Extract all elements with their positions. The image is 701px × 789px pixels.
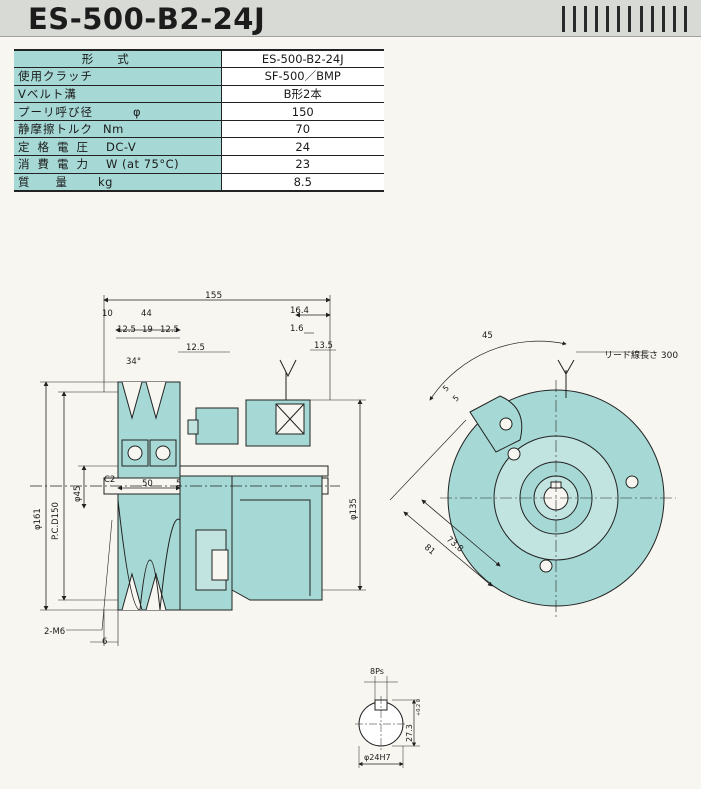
dim-19: 19 [142,325,153,335]
spec-value: B形2本 [221,85,384,104]
keyway-depth: 27.3 [405,724,414,742]
keyway-depth-tolerance: +0.2 0 [416,699,422,716]
spec-label: 定格電圧 [18,139,96,154]
front-view: 155 10 44 12.5 19 12.5 34° 12.5 16.4 1.6… [30,291,366,647]
page-title: ES-500-B2-24J [28,2,266,36]
dim-50: 50 [142,479,153,489]
dim-5: 5 [176,479,181,489]
title-bar: ES-500-B2-24J [0,0,701,37]
side-dim-45: 45 [482,331,493,341]
side-dim-81: 81 [422,543,437,558]
dim-pcd150: P.C.D150 [51,502,61,540]
dim-6: 6 [102,637,107,647]
spec-row-power: 消費電力 W (at 75°C) 23 [14,155,384,174]
spec-value: 150 [221,102,384,121]
spec-row-clutch: 使用クラッチ SF-500／BMP [14,67,384,86]
dim-groove-angle: 34° [126,357,141,367]
dim-44: 44 [141,309,152,319]
dim-tap: 2-M6 [44,627,65,637]
spec-label: 消費電力 [18,157,96,172]
dim-dia45: φ45 [73,486,83,502]
spec-value: SF-500／BMP [221,67,384,86]
spec-table: 形式 ES-500-B2-24J 使用クラッチ SF-500／BMP Vベルト溝… [14,49,384,192]
spec-value: 23 [221,155,384,174]
spec-label: 質 量 [18,174,68,189]
spec-header-value: ES-500-B2-24J [221,49,384,69]
spec-label: プーリ呼び径 [18,104,93,119]
side-lead-wire: リード線長さ 300 [604,349,678,361]
side-view: リード線長さ 300 45 5 5 73.8 81 [389,331,678,620]
spec-header-label: 形式 [14,49,222,69]
dim-dia135: φ135 [349,498,359,520]
spec-label: 静摩擦トルク [18,122,93,137]
spec-value: 8.5 [221,173,384,192]
dim-10: 10 [102,309,113,319]
title-stripes-decoration [562,6,687,32]
dim-dia161: φ161 [33,508,43,530]
dim-13-5: 13.5 [314,341,333,351]
dim-12-5-a: 12.5 [117,325,136,335]
spec-unit: DC-V [106,139,137,154]
side-dim-5-b: 5 [451,393,461,403]
spec-value: 70 [221,120,384,139]
keyway-bore: φ24H7 [364,753,391,762]
dim-chamfer: C2 [104,475,115,485]
side-dim-5-a: 5 [441,383,451,393]
spec-unit: kg [98,174,113,189]
spec-row-torque: 静摩擦トルク Nm 70 [14,120,384,139]
spec-row-vbelt: Vベルト溝 B形2本 [14,85,384,104]
dim-12-5-b: 12.5 [160,325,179,335]
spec-row-voltage: 定格電圧 DC-V 24 [14,137,384,157]
dim-12-5-c: 12.5 [186,343,205,353]
dim-1-6: 1.6 [290,324,304,334]
spec-unit: Nm [103,122,124,137]
spec-header-row: 形式 ES-500-B2-24J [14,49,384,69]
spec-label: 使用クラッチ [18,69,93,84]
keyway-detail: 8Ps 27.3 +0.2 0 φ24H7 [355,667,422,768]
spec-unit: φ [133,104,142,119]
keyway-width: 8Ps [370,667,384,676]
spec-unit: W (at 75°C) [106,157,180,172]
spec-row-mass: 質 量 kg 8.5 [14,173,384,192]
dim-16-4: 16.4 [290,306,309,316]
spec-label: Vベルト溝 [18,86,77,101]
spec-value: 24 [221,137,384,157]
dim-overall-length: 155 [205,291,222,301]
spec-row-pulley: プーリ呼び径 φ 150 [14,102,384,121]
